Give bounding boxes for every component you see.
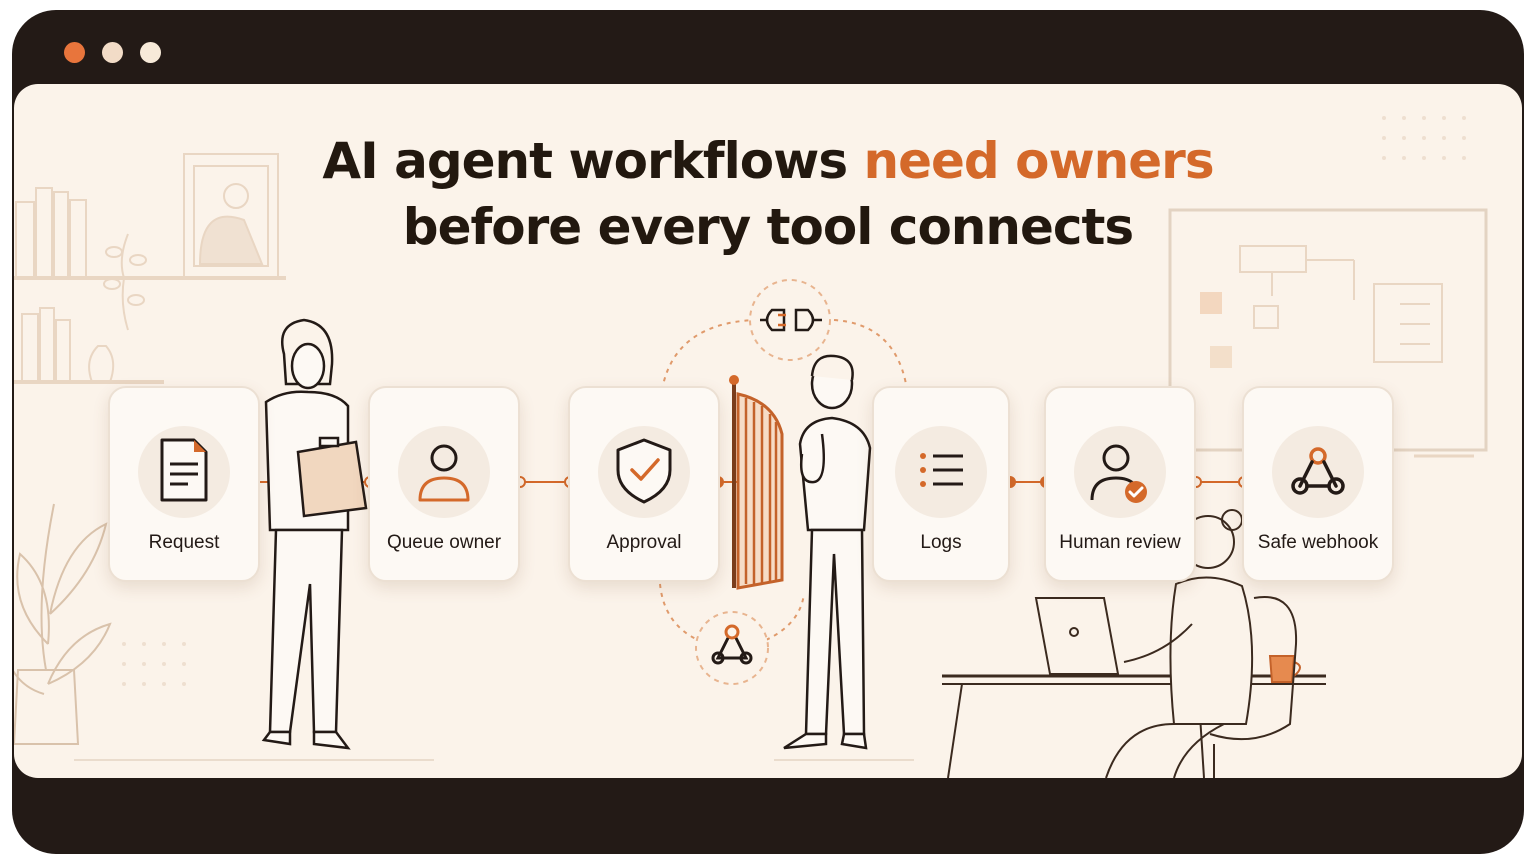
maximize-dot[interactable] — [140, 42, 161, 63]
person-icon — [418, 444, 470, 502]
page-title: AI agent workflows need owners before ev… — [14, 128, 1522, 260]
illustration-canvas: AI agent workflows need owners before ev… — [14, 84, 1522, 778]
step-label: Queue owner — [386, 532, 502, 553]
step-card-logs[interactable]: Logs — [872, 386, 1010, 582]
title-part-1: AI agent workflows — [322, 132, 864, 190]
step-label: Logs — [920, 532, 962, 553]
step-label: Approval — [606, 532, 682, 553]
step-label: Safe webhook — [1257, 532, 1379, 553]
gate-illustration — [729, 375, 784, 590]
person-check-icon — [1090, 444, 1147, 503]
title-accent: need owners — [863, 132, 1215, 190]
plug-icon — [749, 279, 831, 361]
list-icon — [920, 453, 963, 487]
webhook-icon — [1291, 447, 1345, 495]
title-line-2: before every tool connects — [402, 198, 1134, 256]
step-card-approval[interactable]: Approval — [568, 386, 720, 582]
step-label: Human review — [1059, 532, 1181, 553]
background-scene — [14, 116, 1488, 778]
document-icon — [160, 438, 208, 502]
step-card-human-review[interactable]: Human review — [1044, 386, 1196, 582]
app-window: AI agent workflows need owners before ev… — [12, 10, 1524, 854]
webhook-badge-icon — [695, 611, 769, 685]
minimize-dot[interactable] — [102, 42, 123, 63]
step-card-queue-owner[interactable]: Queue owner — [368, 386, 520, 582]
woman-illustration — [261, 318, 368, 750]
shield-check-icon — [616, 438, 672, 504]
step-label: Request — [148, 532, 220, 553]
window-controls — [64, 42, 161, 63]
step-card-request[interactable]: Request — [108, 386, 260, 582]
man-illustration — [783, 354, 872, 750]
step-card-safe-webhook[interactable]: Safe webhook — [1242, 386, 1394, 582]
close-dot[interactable] — [64, 42, 85, 63]
title-line-1: AI agent workflows need owners — [14, 128, 1522, 194]
